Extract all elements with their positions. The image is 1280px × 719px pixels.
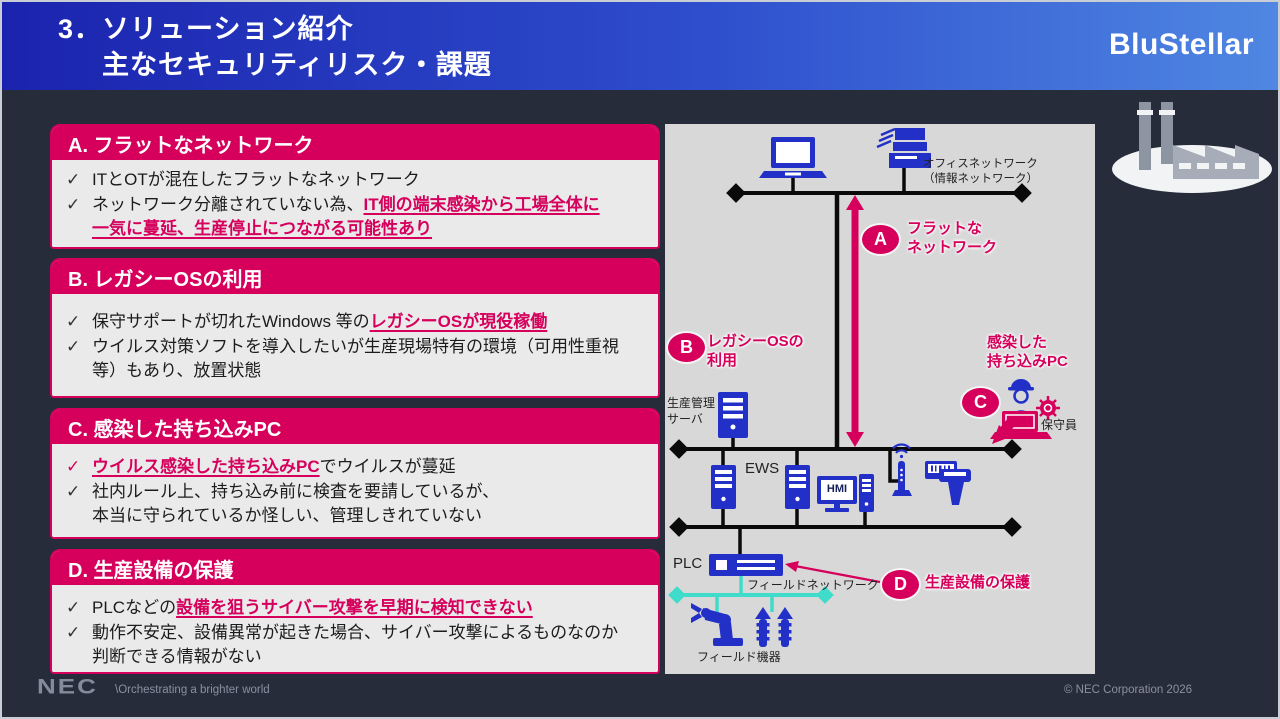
flat-network-label: フラットな ネットワーク [907,220,998,256]
bring-in-arrow [992,416,1017,444]
bullet-text: ITとOTが混在したフラットなネットワーク [92,170,420,189]
hmi-monitor-icon [817,474,874,512]
bullet-text: 社内ルール上、持ち込み前に検査を要請しているが、 本当に守られているか怪しい、管… [92,482,500,526]
virus-icon [1036,396,1060,420]
production-server-icon [718,392,748,438]
badge-a: A [862,225,899,254]
field-device-label: フィールド機器 [697,650,781,664]
bullet-item: ✓ PLCなどの設備を狙うサイバー攻撃を早期に検知できない [66,596,644,620]
legacy-os-label: レガシーOSの 利用 [707,333,804,369]
bullet-item: ✓ ウイルス対策ソフトを導入したいが生産現場特有の環境（可用性重視 等）もあり、放… [66,335,644,383]
check-icon: ✓ [66,457,81,476]
production-server-label: 生産管理 サーバ [667,396,716,426]
copier-icon [876,127,931,168]
check-icon: ✓ [66,482,81,502]
screw-icons [755,607,793,647]
card-equipment-protection: D. 生産設備の保護 ✓PLCなどの設備を狙うサイバー攻撃を早期に検知できない✓… [50,549,660,674]
barcode-scanner-icon [925,461,971,505]
nec-tagline: \Orchestrating a brighter world [115,684,270,696]
bullet-text: ネットワーク分離されていない為、IT側の端末感染から工場全体に 一気に蔓延、生産… [92,195,600,239]
page-title-line2: 主なセキュリティリスク・課題 [102,50,492,80]
field-network-label: フィールドネットワーク [747,578,879,592]
card-infected-pc-title: C. 感染した持ち込みPC [52,410,658,444]
laptop-icon [759,137,827,178]
wireless-ap-icon [892,443,912,496]
card-flat-network-body: ✓ ITとOTが混在したフラットなネットワーク ✓ ネットワーク分離されていない為、I… [52,160,658,247]
card-equipment-protection-title: D. 生産設備の保護 [52,551,658,585]
check-icon: ✓ [66,195,81,215]
bullet-item: ✓ 社内ルール上、持ち込み前に検査を要請しているが、 本当に守られているか怪しい、… [66,480,644,528]
blustellar-logo: BluStellar [1108,28,1254,61]
plc-pointer-arrow [785,561,881,584]
network-diagram-graphics [668,127,1060,647]
field-network-line [668,576,834,612]
plc-icon [709,554,783,576]
copyright-text: © NEC Corporation 2026 [1064,684,1193,696]
badge-d: D [882,570,919,599]
card-infected-pc-body: ✓ ウイルス感染した持ち込みPCでウイルスが蔓延 ✓ 社内ルール上、持ち込み前に検査を… [52,444,658,537]
office-network-label: オフィスネットワーク （情報ネットワーク） [923,158,1038,185]
bullet-item: ✓ 動作不安定、設備異常が起きた場合、サイバー攻撃によるものなのか 判断できる情報… [66,621,644,669]
bullet-item: ✓ ITとOTが混在したフラットなネットワーク [66,168,644,192]
hmi-label: HMI [826,483,848,495]
page-title: 3．ソリューション紹介 主なセキュリティリスク・課題 [58,11,492,83]
bullet-item: ✓ 保守サポートが切れたWindows 等のレガシーOSが現役稼働 [66,310,644,334]
bullet-text: ウイルス感染した持ち込みPCでウイルスが蔓延 [92,457,456,476]
bullet-text: PLCなどの設備を狙うサイバー攻撃を早期に検知できない [92,598,533,617]
bullet-text: ウイルス対策ソフトを導入したいが生産現場特有の環境（可用性重視 等）もあり、放置… [92,337,619,381]
ews-tower-icon [711,465,736,509]
ews-label: EWS [745,460,780,477]
check-icon: ✓ [66,312,81,331]
network-diagram: オフィスネットワーク （情報ネットワーク） A フラットな ネットワーク B レ… [665,124,1095,674]
bullet-text: 動作不安定、設備異常が起きた場合、サイバー攻撃によるものなのか 判断できる情報が… [92,623,619,667]
card-legacy-os: B. レガシーOSの利用 ✓ 保守サポートが切れたWindows 等のレガシーOS… [50,258,660,398]
card-legacy-os-body: ✓ 保守サポートが切れたWindows 等のレガシーOSが現役稼働 ✓ ウイルス対策ソ… [52,294,658,396]
ews-tower2-icon [785,465,810,509]
header-band: 3．ソリューション紹介 主なセキュリティリスク・課題 BluStellar [2,2,1278,90]
flat-network-arrow [846,195,864,447]
card-infected-pc: C. 感染した持ち込みPC ✓ ウイルス感染した持ち込みPCでウイルスが蔓延 ✓ 社内… [50,408,660,539]
check-icon: ✓ [66,598,81,617]
card-legacy-os-title: B. レガシーOSの利用 [52,260,658,294]
equipment-protection-label: 生産設備の保護 [925,574,1031,591]
bullet-item: ✓ ウイルス感染した持ち込みPCでウイルスが蔓延 [66,455,644,479]
worker-label: 保守員 [1041,418,1078,432]
bullet-item: ✓ ネットワーク分離されていない為、IT側の端末感染から工場全体に 一気に蔓延、生… [66,193,644,241]
page-title-line1: 3．ソリューション紹介 [58,14,354,44]
robot-arm-icon [691,603,743,646]
infected-pc-label: 感染した 持ち込みPC [987,334,1068,370]
bullet-text: 保守サポートが切れたWindows 等のレガシーOSが現役稼働 [92,312,548,331]
badge-b: B [668,333,705,362]
check-icon: ✓ [66,623,81,643]
check-icon: ✓ [66,170,81,189]
nec-logo: NEC [37,674,98,699]
card-equipment-protection-body: ✓ PLCなどの設備を狙うサイバー攻撃を早期に検知できない ✓ 動作不安定、設備異常が… [52,585,658,672]
card-flat-network-title: A. フラットなネットワーク [52,126,658,160]
badge-c: C [962,388,999,417]
factory-icon [1107,97,1277,207]
check-icon: ✓ [66,337,81,357]
card-flat-network: A. フラットなネットワーク ✓ ITとOTが混在したフラットなネットワーク ✓ ネッ… [50,124,660,249]
plc-label: PLC [673,555,703,572]
